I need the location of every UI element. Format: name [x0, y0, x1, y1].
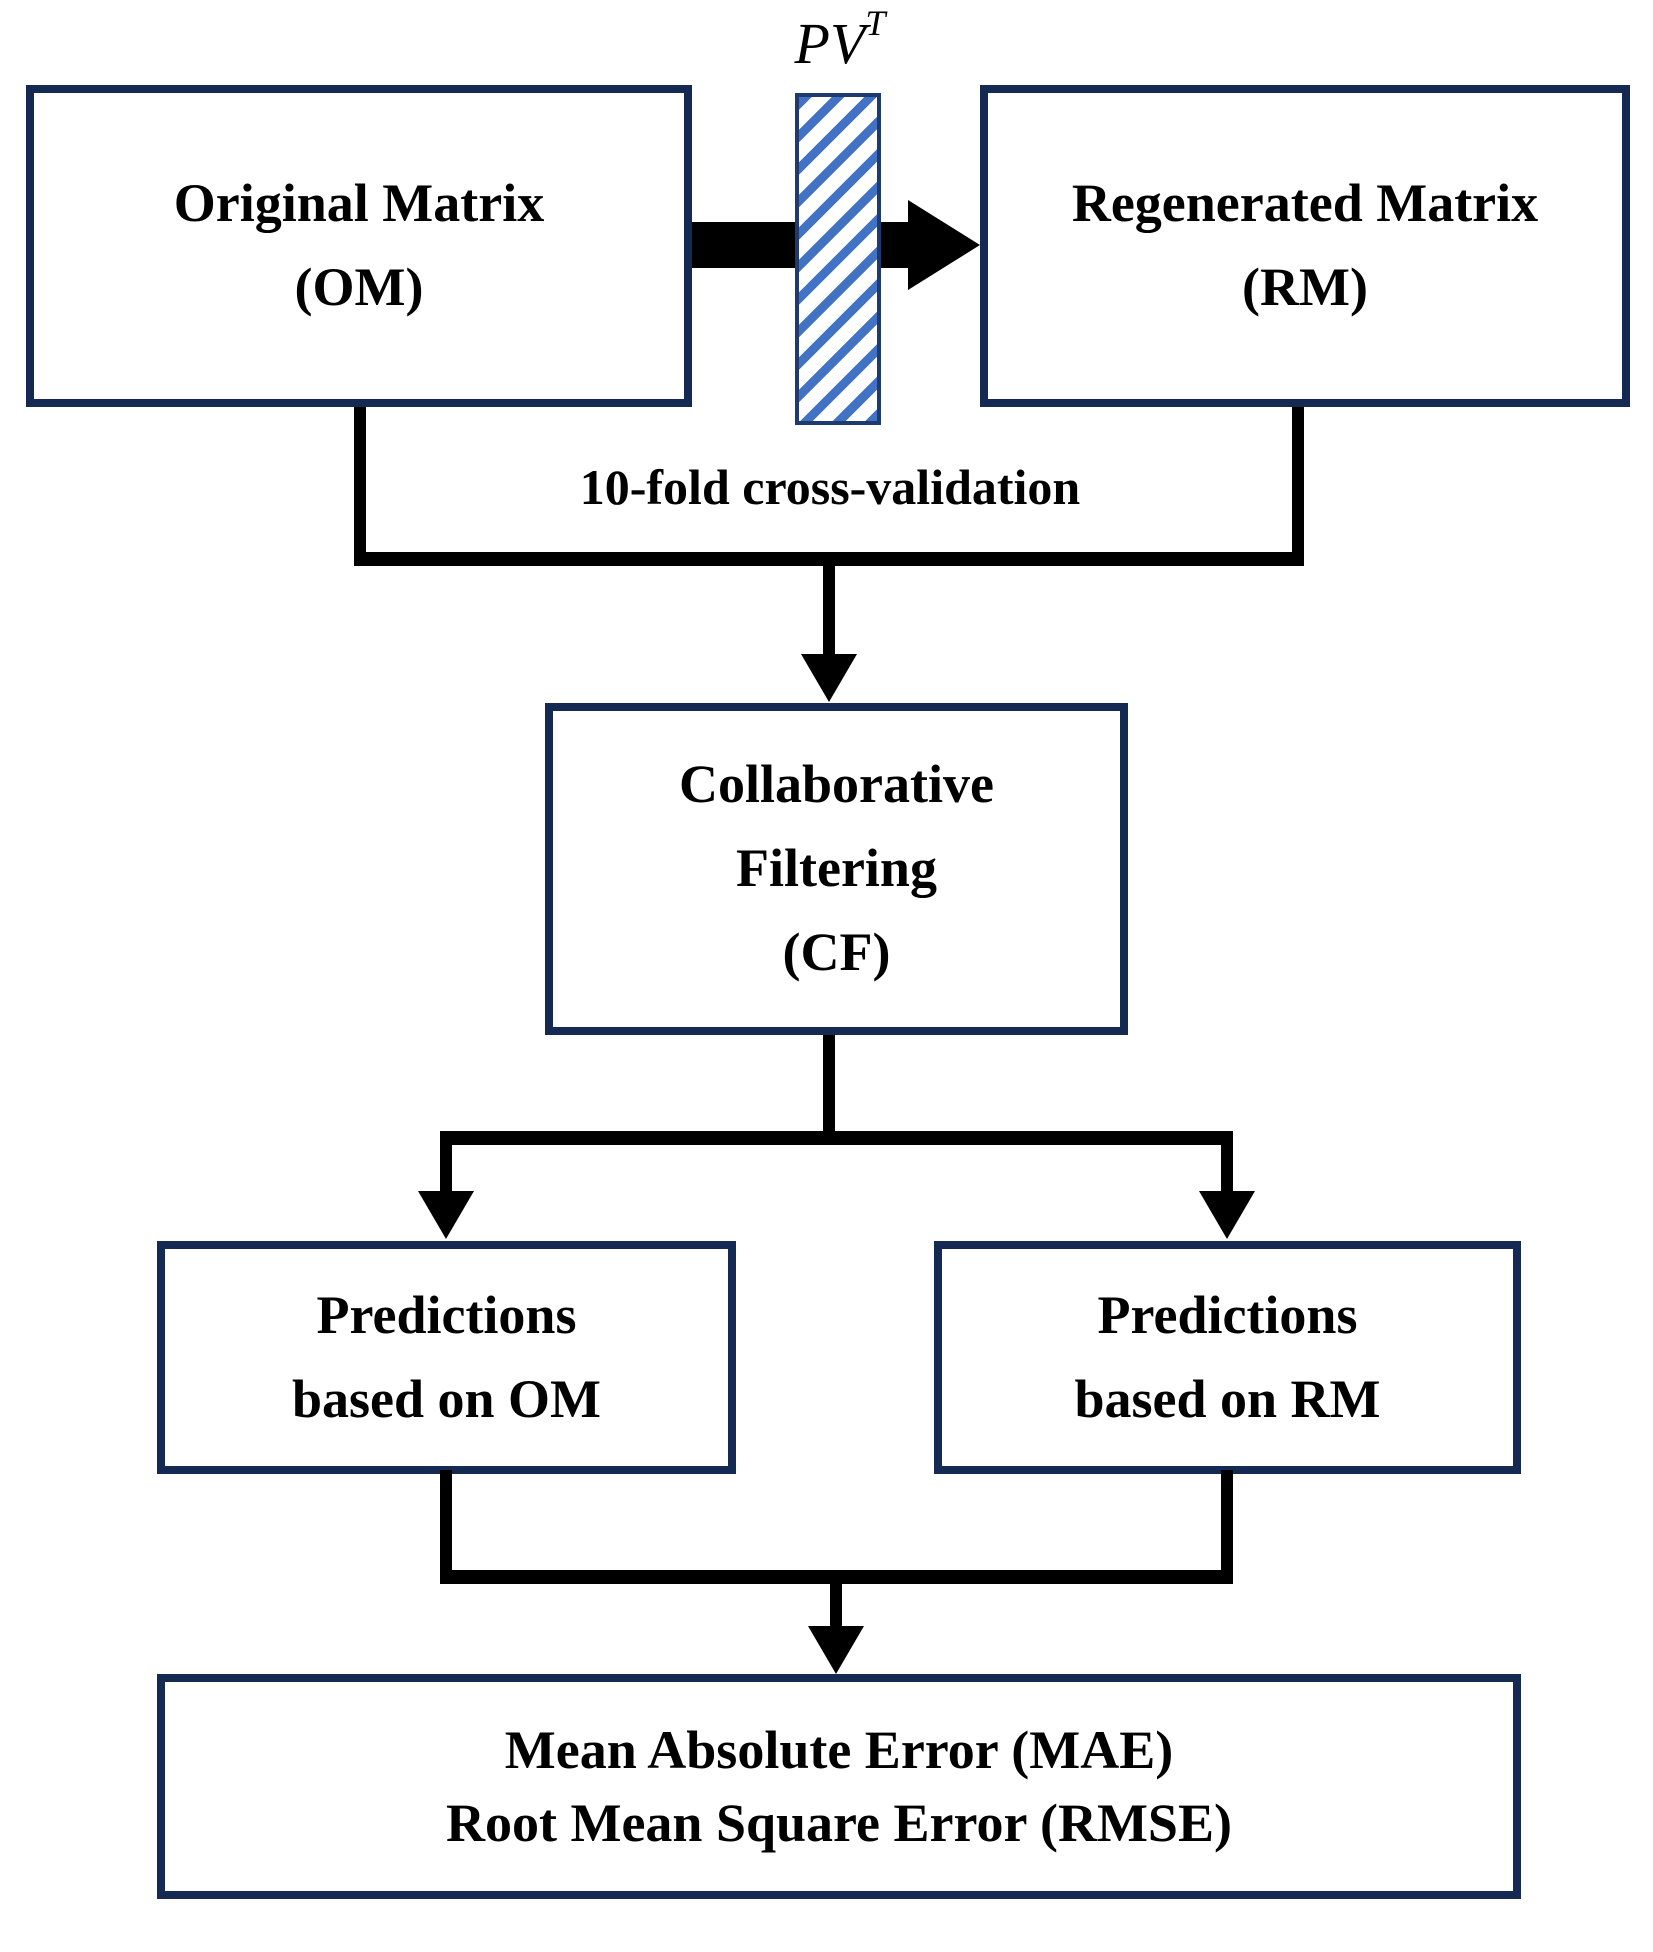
cf-label-line3: (CF): [782, 921, 891, 982]
original-matrix-box: Original Matrix (OM): [26, 85, 692, 407]
regenerated-matrix-label-line2: (RM): [1242, 257, 1368, 317]
regenerated-matrix-label-line1: Regenerated Matrix: [1071, 173, 1539, 234]
crossval-merge-bar: [354, 552, 1304, 566]
arrowhead-to-predictions-om-icon: [418, 1191, 474, 1239]
error-metrics-label-line2: Root Mean Square Error (RMSE): [446, 1792, 1232, 1853]
pvt-superscript: T: [865, 3, 886, 43]
cf-label-line1: Collaborative: [679, 754, 994, 815]
predictions-rm-label-line2: based on RM: [1074, 1368, 1381, 1429]
predictions-om-label-line1: Predictions: [316, 1284, 577, 1345]
error-metrics-box: Mean Absolute Error (MAE) Root Mean Squa…: [157, 1674, 1521, 1899]
connector-cf-down: [823, 1035, 835, 1131]
pvt-base-text: PV: [794, 11, 866, 76]
collaborative-filtering-box: Collaborative Filtering (CF): [545, 703, 1128, 1035]
connector-split-right: [1221, 1145, 1233, 1197]
pvt-hatched-bar: [795, 93, 881, 425]
predictions-rm-label-line1: Predictions: [1097, 1284, 1358, 1345]
arrowhead-to-metrics-icon: [808, 1626, 864, 1674]
original-matrix-label-line2: (OM): [294, 257, 424, 317]
cf-label-line2: Filtering: [736, 838, 937, 899]
arrow-om-to-rm-head-icon: [908, 200, 980, 290]
original-matrix-label-line1: Original Matrix: [173, 173, 545, 234]
connector-split-left: [440, 1145, 452, 1197]
connector-to-metrics: [830, 1584, 842, 1628]
predictions-om-box: Predictions based on OM: [157, 1241, 736, 1474]
connector-om-down: [354, 407, 366, 555]
pvt-label: PVT: [730, 2, 950, 77]
arrowhead-to-predictions-rm-icon: [1199, 1191, 1255, 1239]
connector-rm-down: [1292, 407, 1304, 555]
connector-to-cf: [823, 566, 835, 658]
predictions-rm-box: Predictions based on RM: [934, 1241, 1521, 1474]
merge-bar: [440, 1570, 1233, 1584]
connector-om-predictions-down: [440, 1470, 452, 1574]
cross-validation-label: 10-fold cross-validation: [579, 459, 1081, 515]
error-metrics-label-line1: Mean Absolute Error (MAE): [504, 1719, 1174, 1780]
arrowhead-to-cf-icon: [801, 654, 857, 702]
regenerated-matrix-box: Regenerated Matrix (RM): [980, 85, 1630, 407]
connector-rm-predictions-down: [1221, 1470, 1233, 1574]
predictions-om-label-line2: based on OM: [291, 1368, 602, 1429]
split-bar: [440, 1131, 1233, 1145]
